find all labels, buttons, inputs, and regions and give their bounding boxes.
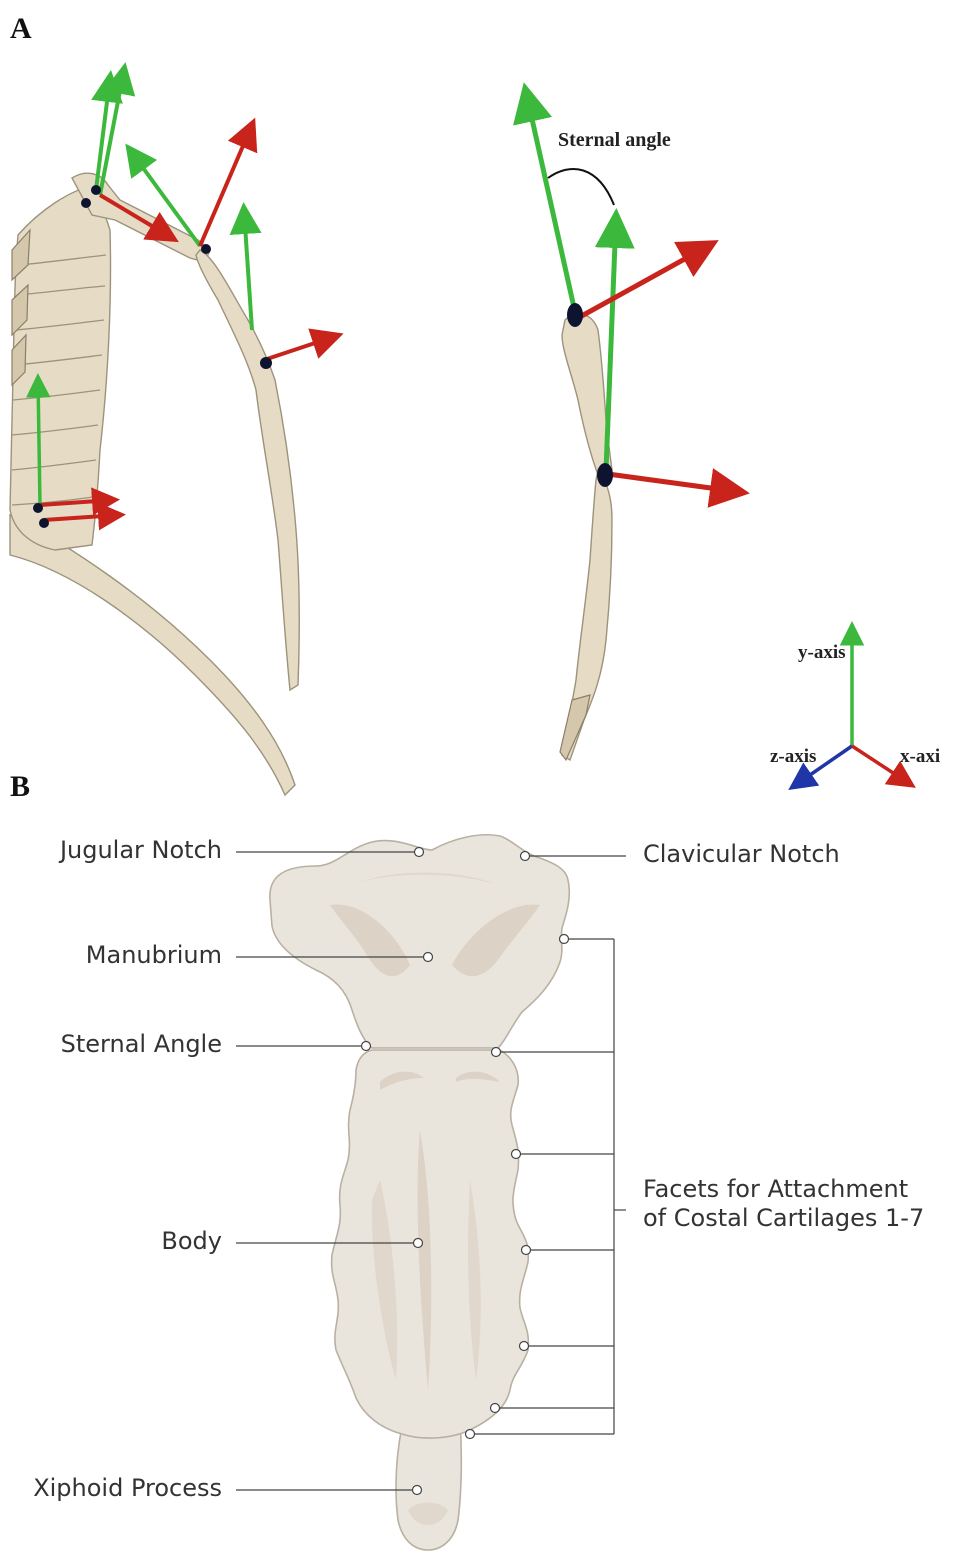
xiphoid-process-point	[413, 1486, 422, 1495]
body-point	[414, 1239, 423, 1248]
panel-a: A	[10, 12, 940, 795]
x-arrow	[608, 474, 740, 492]
facet-point-2	[492, 1048, 501, 1057]
sternum-3d-left	[196, 250, 299, 690]
x-arrow	[578, 245, 710, 318]
landmark-dot	[201, 244, 211, 254]
axis-legend: y-axis z-axis x-axi	[770, 628, 940, 786]
facets-bracket: Facets for Attachment of Costal Cartilag…	[466, 935, 925, 1439]
manubrium-shape	[270, 835, 569, 1048]
label-xiphoid-process: Xiphoid Process	[33, 1474, 421, 1502]
landmark-dot	[33, 503, 43, 513]
sternal-angle-point	[362, 1042, 371, 1051]
x-axis-label: x-axi	[900, 746, 940, 767]
panel-a-letter: A	[10, 12, 32, 45]
facets-label-line2: of Costal Cartilages 1-7	[643, 1204, 924, 1232]
landmark-dot	[260, 357, 272, 369]
spine-rendering	[10, 173, 299, 795]
facet-point-3	[512, 1150, 521, 1159]
label-clavicular-notch: Clavicular Notch	[521, 840, 840, 868]
y-arrow	[526, 92, 575, 312]
clavicular-notch-point	[521, 852, 530, 861]
manubrium-point	[424, 953, 433, 962]
sternum-illustration	[270, 835, 569, 1550]
facet-point-5	[520, 1342, 529, 1351]
xiphoid-3d-right	[560, 695, 590, 760]
xiphoid-process-label: Xiphoid Process	[33, 1474, 222, 1502]
y-arrow	[244, 210, 252, 330]
facets-label-line1: Facets for Attachment	[643, 1175, 908, 1203]
sternal-angle-arc	[548, 169, 614, 205]
rib	[10, 515, 295, 795]
sternum-rendering-right: Sternal angle	[526, 92, 740, 760]
sternal-angle-label-a: Sternal angle	[558, 129, 671, 151]
jugular-notch-label: Jugular Notch	[58, 836, 222, 864]
y-axis-label: y-axis	[798, 642, 846, 663]
facet-point-7	[466, 1430, 475, 1439]
facet-point-4	[522, 1246, 531, 1255]
landmark-dot	[39, 518, 49, 528]
y-arrow	[606, 218, 616, 470]
panel-b-letter: B	[10, 770, 30, 803]
landmark-dot	[597, 463, 613, 487]
sternal-angle-label: Sternal Angle	[61, 1030, 222, 1058]
facet-point-1	[560, 935, 569, 944]
body-label: Body	[161, 1227, 222, 1255]
landmark-dot	[81, 198, 91, 208]
clavicular-notch-label: Clavicular Notch	[643, 840, 840, 868]
manubrium-label: Manubrium	[86, 941, 222, 969]
landmark-dot	[91, 185, 101, 195]
z-axis-label: z-axis	[770, 746, 816, 767]
jugular-notch-point	[415, 848, 424, 857]
facet-point-6	[491, 1404, 500, 1413]
y-arrow	[38, 380, 40, 505]
landmark-dot	[567, 303, 583, 327]
x-arrow	[264, 336, 336, 360]
panel-b: B Jugular Notch Manubrium	[10, 770, 924, 1550]
label-sternal-angle: Sternal Angle	[61, 1030, 371, 1058]
